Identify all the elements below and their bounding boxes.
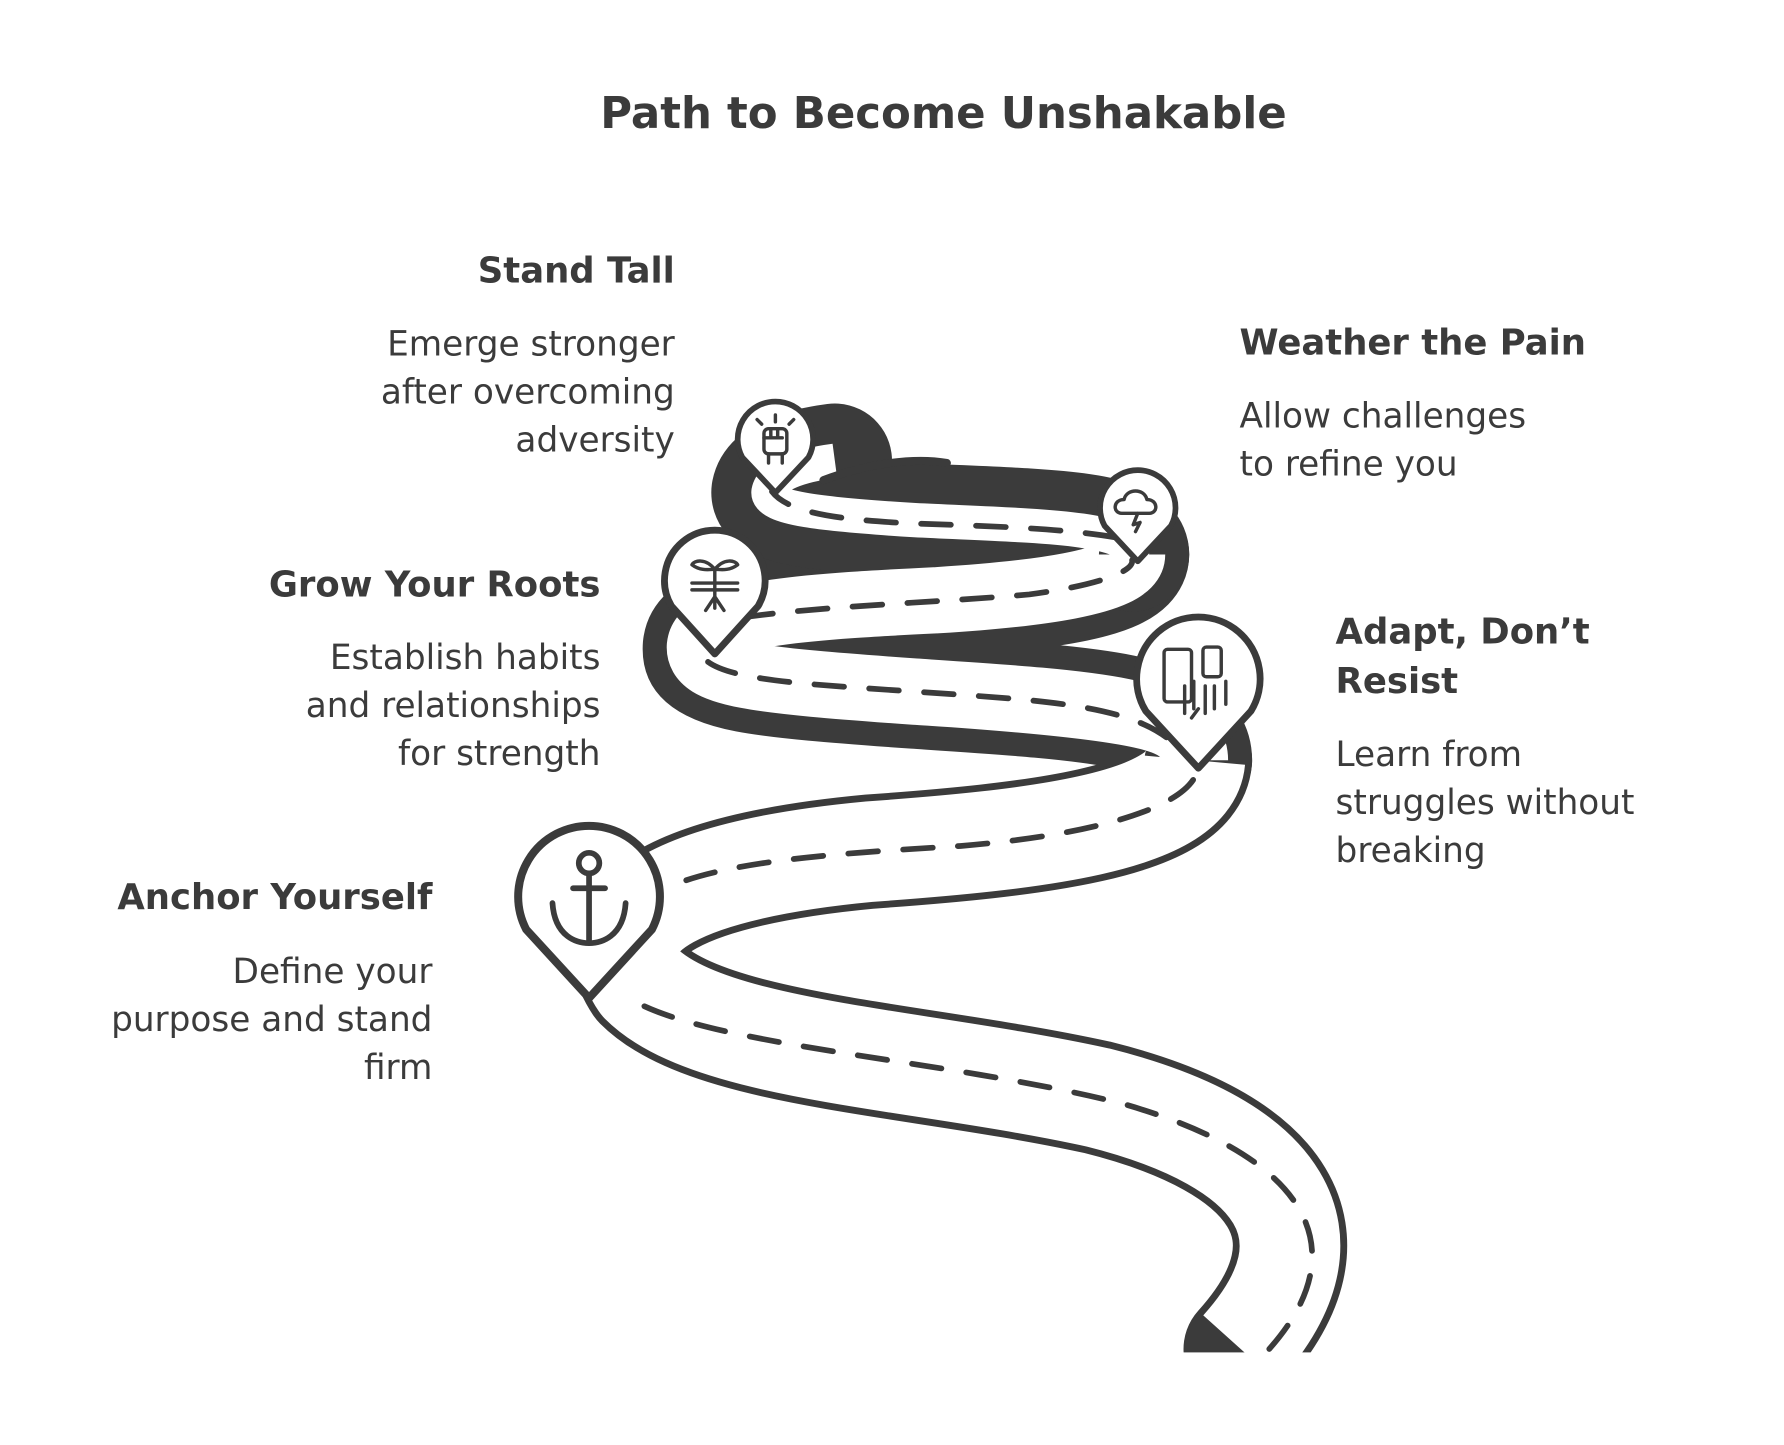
step-description: firm [364,1048,432,1088]
step-description: Learn from [1336,735,1523,775]
step-description: after overcoming [381,373,675,413]
label-adapt-dont-resist: Adapt, Don’t Resist Learn from struggles… [1336,612,1635,871]
step-description: Allow challenges [1240,397,1527,437]
diagram-title: Path to Become Unshakable [600,89,1286,139]
pin-anchor-yourself [514,821,664,1003]
step-heading: Resist [1336,661,1459,702]
step-description: Establish habits [330,638,601,678]
label-grow-your-roots: Grow Your Roots Establish habits and rel… [269,565,601,774]
label-weather-the-pain: Weather the Pain Allow challenges to ref… [1240,322,1587,484]
pin-grow-your-roots [661,526,769,658]
step-description: adversity [515,421,674,461]
step-heading: Grow Your Roots [269,565,601,606]
step-heading: Weather the Pain [1240,322,1587,363]
sprout-roots-icon [690,559,740,613]
step-description: breaking [1336,831,1486,871]
step-description: to refine you [1240,445,1458,485]
label-anchor-yourself: Anchor Yourself Define your purpose and … [111,877,433,1088]
storm-cloud-icon [1113,489,1158,534]
step-heading: Anchor Yourself [117,877,433,918]
step-heading: Stand Tall [478,250,675,291]
anchor-icon [549,849,629,946]
step-heading: Adapt, Don’t [1336,612,1590,653]
pin-adapt-dont-resist [1133,613,1264,772]
pin-weather-the-pain [1097,467,1179,565]
step-description: struggles without [1336,783,1635,823]
step-description: and relationships [306,686,601,726]
step-description: purpose and stand [111,1000,432,1040]
pin-stand-tall [734,398,816,496]
adaptive-devices-icon [1162,645,1228,720]
winding-road [571,403,1441,1445]
step-description: Define your [233,952,434,992]
raised-fist-icon [755,413,796,465]
step-description: Emerge stronger [387,325,676,365]
step-description: for strength [398,734,600,774]
label-stand-tall: Stand Tall Emerge stronger after overcom… [381,250,676,460]
